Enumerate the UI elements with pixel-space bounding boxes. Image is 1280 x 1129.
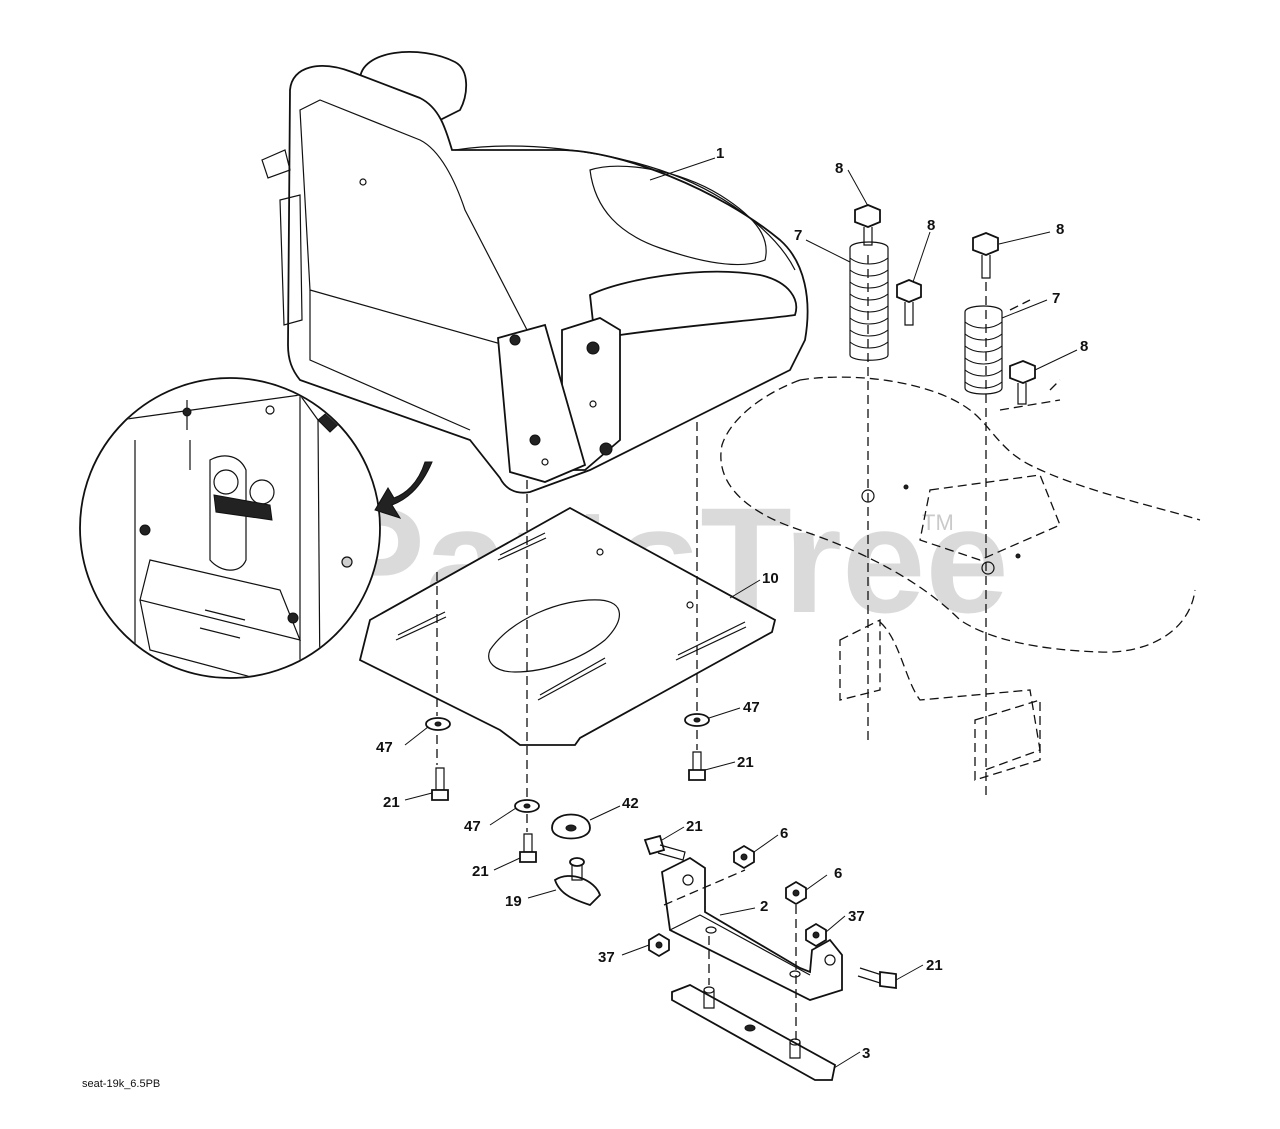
bolt[interactable] (972, 232, 999, 279)
knob-42[interactable] (551, 813, 591, 840)
callout-part-42: 42 (622, 795, 639, 812)
callout-part-10: 10 (762, 570, 779, 587)
callout-part-7: 7 (1052, 290, 1060, 307)
nut[interactable] (733, 844, 755, 870)
callout-part-47: 47 (743, 699, 760, 716)
bracket[interactable] (661, 856, 843, 1001)
callout-part-8: 8 (1056, 221, 1064, 238)
spring-right[interactable] (964, 305, 1003, 395)
screw[interactable] (431, 767, 449, 801)
callout-part-21: 21 (383, 794, 400, 811)
knob-19[interactable] (553, 857, 602, 907)
callout-part-37: 37 (598, 949, 615, 966)
callout-part-8: 8 (1080, 338, 1088, 355)
callout-part-2: 2 (760, 898, 768, 915)
washer[interactable] (684, 713, 710, 727)
callout-part-8: 8 (927, 217, 935, 234)
callout-part-47: 47 (464, 818, 481, 835)
callout-part-6: 6 (834, 865, 842, 882)
callout-part-3: 3 (862, 1045, 870, 1062)
callout-part-47: 47 (376, 739, 393, 756)
nut[interactable] (648, 932, 670, 958)
seat-pan[interactable] (358, 506, 777, 746)
nut[interactable] (805, 922, 827, 948)
bolt[interactable] (1009, 360, 1036, 405)
bolt[interactable] (854, 204, 881, 246)
leader-lines (404, 157, 1078, 1069)
callout-part-21: 21 (926, 957, 943, 974)
diagram-code: seat-19k_6.5PB (82, 1078, 160, 1090)
nut[interactable] (785, 880, 807, 906)
screw[interactable] (688, 751, 706, 781)
callout-part-8: 8 (835, 160, 843, 177)
detail-inset (79, 377, 433, 679)
callout-part-21: 21 (737, 754, 754, 771)
detail-arrow-icon (374, 461, 433, 519)
callout-part-7: 7 (794, 227, 802, 244)
callout-part-37: 37 (848, 908, 865, 925)
seat[interactable] (261, 51, 809, 494)
bolt[interactable] (896, 279, 922, 326)
washer[interactable] (514, 799, 540, 813)
washer[interactable] (425, 717, 451, 731)
callout-part-19: 19 (505, 893, 522, 910)
assembly-lines (436, 255, 987, 1040)
spring-left[interactable] (849, 241, 889, 361)
base-plate[interactable] (671, 984, 837, 1081)
callout-part-6: 6 (780, 825, 788, 842)
callout-part-21: 21 (472, 863, 489, 880)
callout-part-21: 21 (686, 818, 703, 835)
callouts: 1 8 7 8 8 7 8 10 47 47 21 21 47 42 21 21… (376, 145, 1088, 1062)
screw[interactable] (857, 967, 897, 990)
watermark-tm: TM (922, 510, 954, 535)
fender (720, 299, 1201, 781)
screw[interactable] (519, 833, 537, 863)
screw[interactable] (643, 834, 686, 861)
callout-part-1: 1 (716, 145, 724, 162)
